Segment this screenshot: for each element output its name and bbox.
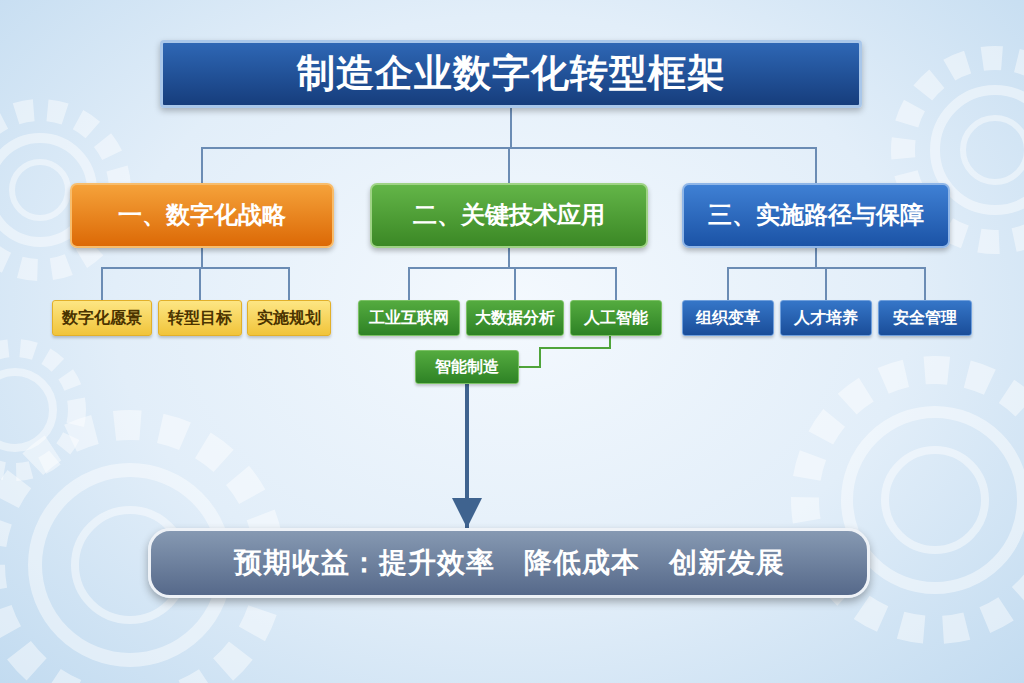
connector (519, 336, 610, 367)
item-box: 安全管理 (878, 300, 972, 336)
node-label: 安全管理 (893, 309, 957, 327)
gear-decoration (0, 348, 77, 472)
connector (102, 248, 202, 300)
item-box: 转型目标 (158, 300, 242, 336)
connector (409, 248, 509, 300)
connector (816, 248, 826, 300)
connector (511, 108, 816, 183)
category-box: 一、数字化战略 (70, 183, 334, 248)
item-box: 智能制造 (415, 350, 519, 384)
node-label: 制造企业数字化转型框架 (297, 52, 726, 96)
node-label: 一、数字化战略 (118, 202, 286, 230)
node-label: 人工智能 (584, 309, 648, 327)
node-label: 转型目标 (168, 309, 232, 327)
benefit-band: 预期收益：提升效率 降低成本 创新发展 (148, 528, 870, 598)
node-label: 数字化愿景 (62, 309, 142, 327)
item-box: 数字化愿景 (52, 300, 152, 336)
connector (465, 384, 469, 528)
title-box: 制造企业数字化转型框架 (160, 40, 862, 108)
node-label: 大数据分析 (475, 309, 555, 327)
item-box: 大数据分析 (466, 300, 564, 336)
node-label: 预期收益：提升效率 降低成本 创新发展 (234, 547, 785, 579)
node-label: 二、关键技术应用 (413, 202, 605, 230)
node-label: 组织变革 (696, 309, 760, 327)
connector (202, 248, 289, 300)
item-box: 人才培养 (780, 300, 872, 336)
connector (728, 248, 816, 300)
category-box: 三、实施路径与保障 (682, 183, 950, 248)
node-label: 智能制造 (435, 358, 499, 376)
item-box: 工业互联网 (358, 300, 460, 336)
category-box: 二、关键技术应用 (370, 183, 648, 248)
connector (816, 248, 925, 300)
node-label: 人才培养 (794, 309, 858, 327)
item-box: 实施规划 (247, 300, 331, 336)
node-label: 三、实施路径与保障 (708, 202, 924, 230)
item-box: 组织变革 (682, 300, 774, 336)
connector (202, 108, 511, 183)
node-label: 工业互联网 (369, 309, 449, 327)
connector (509, 248, 616, 300)
item-box: 人工智能 (570, 300, 662, 336)
node-label: 实施规划 (257, 309, 321, 327)
